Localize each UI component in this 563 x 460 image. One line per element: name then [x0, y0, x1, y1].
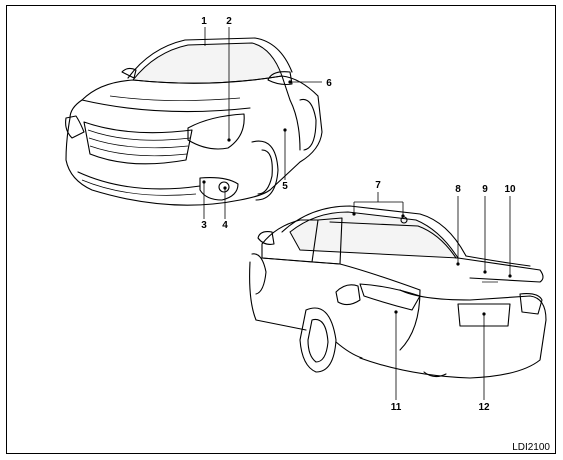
callout-1: 1 [201, 16, 207, 27]
callout-5: 5 [282, 181, 288, 192]
callout-2: 2 [226, 16, 232, 27]
callout-4: 4 [222, 220, 228, 231]
callout-6: 6 [326, 78, 332, 89]
callouts: 1 2 3 4 5 6 7 8 9 10 [201, 16, 516, 413]
figure-code: LDI2100 [512, 442, 550, 453]
callout-11: 11 [391, 402, 402, 413]
callout-10: 10 [504, 184, 516, 195]
front-car-illustration [65, 37, 323, 206]
callout-12: 12 [478, 402, 490, 413]
callout-9: 9 [482, 184, 488, 195]
leader-7 [353, 192, 404, 216]
callout-8: 8 [455, 184, 461, 195]
callout-3: 3 [201, 220, 207, 231]
callout-7: 7 [375, 180, 381, 191]
rear-car-illustration [249, 205, 547, 379]
figure-frame [6, 5, 556, 454]
